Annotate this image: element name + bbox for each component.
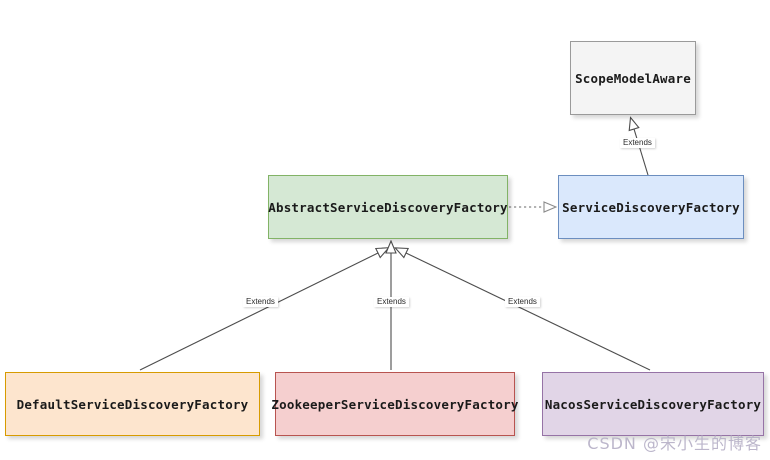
edge-label-zookeeper-extends-abstract: Extends — [374, 297, 409, 307]
edge-label-nacos-extends-abstract: Extends — [505, 297, 540, 307]
class-box-abstract-service-discovery-factory[interactable]: AbstractServiceDiscoveryFactory — [268, 175, 508, 239]
class-box-label: ZookeeperServiceDiscoveryFactory — [271, 396, 519, 412]
csdn-watermark: CSDN @宋小生的博客 — [587, 434, 762, 453]
edge-nacos-extends-abstract — [406, 253, 651, 371]
class-box-label: DefaultServiceDiscoveryFactory — [16, 396, 249, 412]
edge-default-extends-abstract — [139, 253, 378, 371]
class-box-nacos-service-discovery-factory[interactable]: NacosServiceDiscoveryFactory — [542, 372, 764, 436]
class-box-scope-model-aware[interactable]: ScopeModelAware — [570, 41, 696, 115]
class-box-service-discovery-factory[interactable]: ServiceDiscoveryFactory — [558, 175, 744, 239]
edge-label-interface-extends-scope: Extends — [620, 138, 655, 148]
edge-label-default-extends-abstract: Extends — [243, 297, 278, 307]
class-box-label: ScopeModelAware — [575, 70, 691, 86]
class-box-label: NacosServiceDiscoveryFactory — [544, 396, 762, 412]
class-box-label: AbstractServiceDiscoveryFactory — [268, 199, 508, 215]
class-box-zookeeper-service-discovery-factory[interactable]: ZookeeperServiceDiscoveryFactory — [271, 372, 518, 436]
edge-interface-extends-scope — [634, 129, 649, 176]
class-box-default-service-discovery-factory[interactable]: DefaultServiceDiscoveryFactory — [5, 372, 260, 436]
class-box-label: ServiceDiscoveryFactory — [562, 199, 740, 215]
